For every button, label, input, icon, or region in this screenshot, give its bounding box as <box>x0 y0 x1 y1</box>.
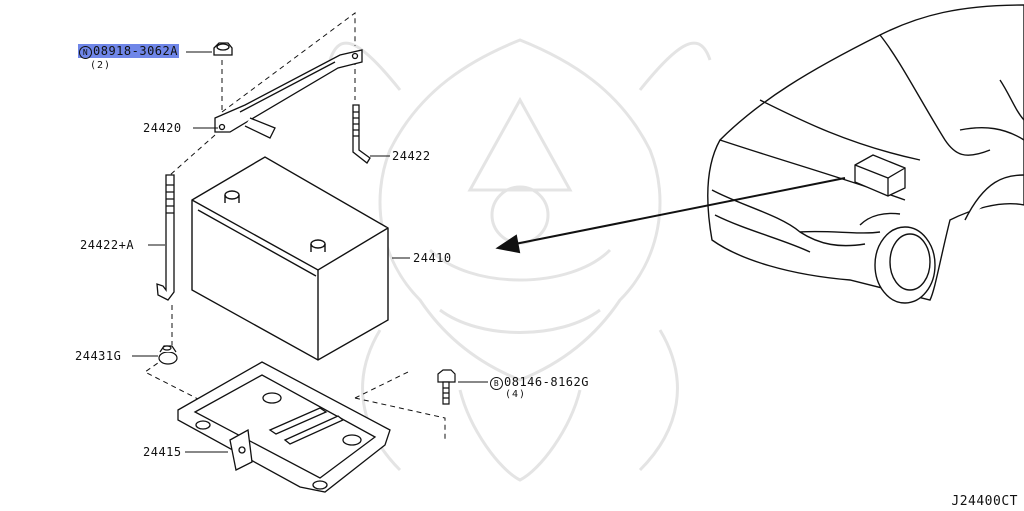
badge-n-icon: N <box>79 46 92 59</box>
part-code-rod-right: 24422 <box>392 149 431 163</box>
bracket-bolt <box>158 345 178 365</box>
battery-part <box>191 156 389 361</box>
car-battery-box <box>854 154 906 197</box>
part-code-nut: 08918-3062A <box>93 44 178 58</box>
guide-lines <box>144 12 446 440</box>
part-qty-nut: (2) <box>90 60 112 71</box>
badge-b-icon: B <box>490 377 503 390</box>
part-code-tray-bolt: 08146-8162G <box>504 375 589 389</box>
part-code-bracket-bolt: 24431G <box>75 349 122 363</box>
watermark-crest <box>328 38 712 482</box>
nut-part <box>213 42 233 56</box>
rod-right <box>352 104 371 164</box>
car-illustration <box>707 4 1024 304</box>
part-qty-tray-bolt: (4) <box>505 389 527 400</box>
part-code-battery: 24410 <box>413 251 452 265</box>
part-code-hold-frame: 24420 <box>143 121 182 135</box>
part-code-tray: 24415 <box>143 445 182 459</box>
tray-bolt <box>437 369 456 405</box>
leader-lines <box>132 51 488 453</box>
battery-tray <box>177 361 391 493</box>
location-arrow <box>495 177 846 254</box>
rod-left <box>156 174 175 301</box>
hold-frame <box>214 49 363 139</box>
part-code-rod-left: 24422+A <box>80 238 135 252</box>
diagram-code: J24400CT <box>951 494 1018 509</box>
